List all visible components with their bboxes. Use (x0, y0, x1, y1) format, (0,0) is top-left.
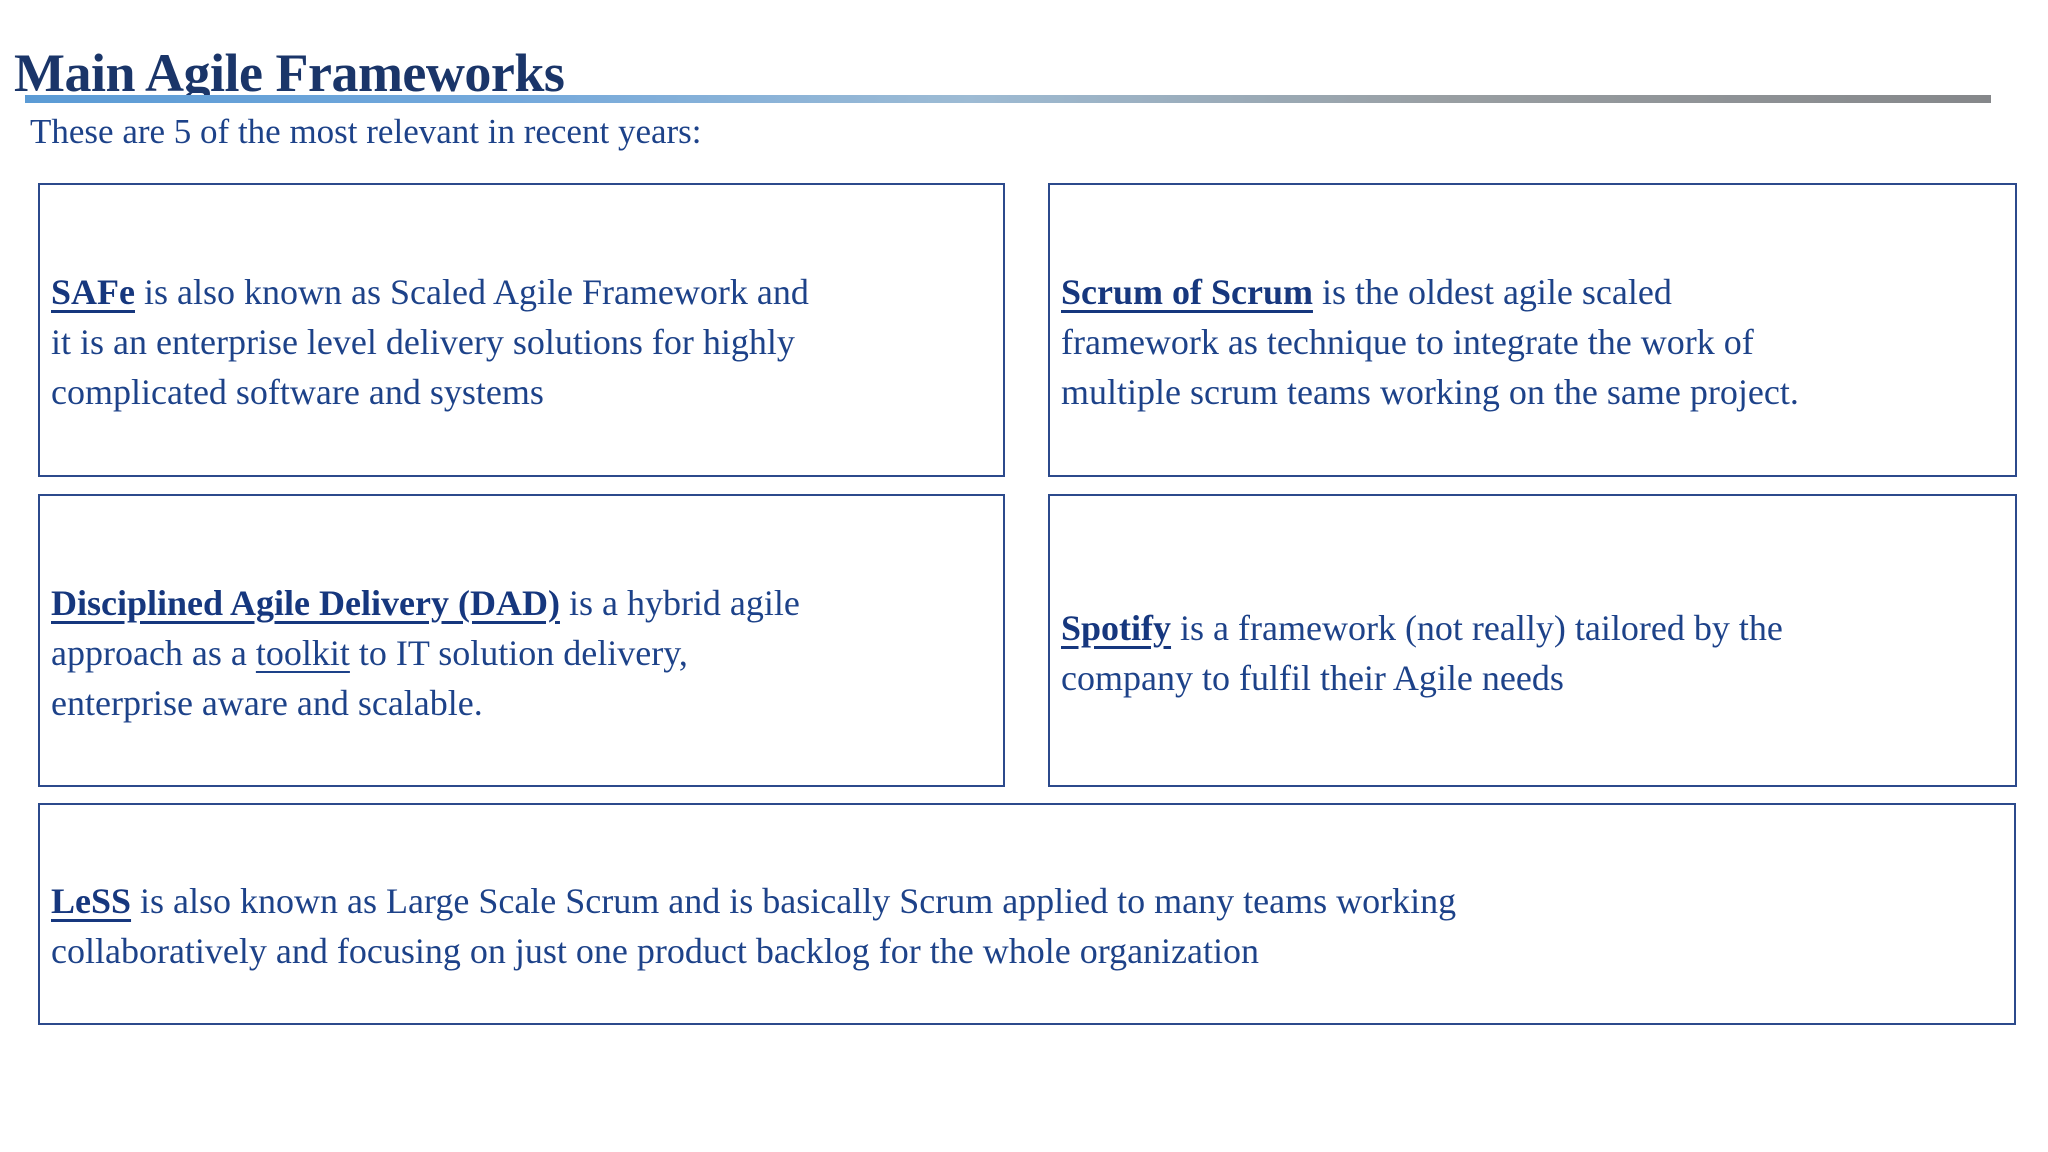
framework-description-less: LeSS is also known as Large Scale Scrum … (51, 881, 1457, 971)
framework-box-less: LeSS is also known as Large Scale Scrum … (38, 803, 2016, 1025)
framework-box-disciplined-agile-delivery: Disciplined Agile Delivery (DAD) is a hy… (38, 494, 1005, 787)
framework-box-safe: SAFe is also known as Scaled Agile Frame… (38, 183, 1005, 477)
framework-description-safe: SAFe is also known as Scaled Agile Frame… (51, 272, 809, 412)
framework-box-scrum-of-scrum: Scrum of Scrum is the oldest agile scale… (1048, 183, 2017, 477)
framework-description-scrum-of-scrum: Scrum of Scrum is the oldest agile scale… (1061, 272, 1799, 412)
framework-description-disciplined-agile-delivery: Disciplined Agile Delivery (DAD) is a hy… (51, 582, 800, 723)
subtitle-text: These are 5 of the most relevant in rece… (30, 112, 702, 151)
framework-box-spotify: Spotify is a framework (not really) tail… (1048, 494, 2017, 787)
framework-description-spotify: Spotify is a framework (not really) tail… (1061, 607, 1783, 698)
title-divider-rule (25, 95, 1991, 103)
page-title: Main Agile Frameworks (14, 43, 565, 104)
